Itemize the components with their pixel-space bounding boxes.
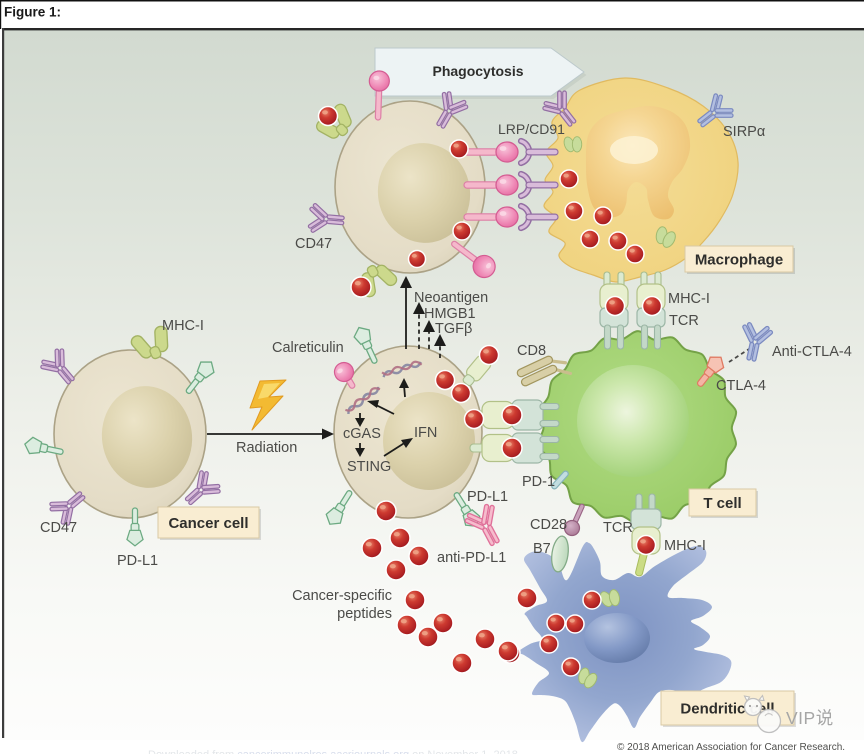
svg-text:Radiation: Radiation <box>236 440 297 456</box>
svg-text:CD8: CD8 <box>517 343 546 359</box>
svg-text:TGFβ: TGFβ <box>435 321 472 337</box>
svg-text:STING: STING <box>347 459 391 475</box>
svg-text:T cell: T cell <box>703 495 741 512</box>
svg-text:HMGB1: HMGB1 <box>424 306 476 322</box>
svg-text:MHC-I: MHC-I <box>664 538 706 554</box>
svg-text:TCR: TCR <box>669 313 699 329</box>
svg-text:CTLA-4: CTLA-4 <box>716 378 766 394</box>
svg-text:Downloaded from cancerimmunolr: Downloaded from cancerimmunolres.aacrjou… <box>148 749 518 754</box>
svg-text:Figure 1:: Figure 1: <box>4 5 61 20</box>
svg-text:peptides: peptides <box>337 606 392 622</box>
svg-text:CD47: CD47 <box>40 520 77 536</box>
svg-text:IFN: IFN <box>414 425 437 441</box>
svg-text:SIRPα: SIRPα <box>723 124 765 140</box>
svg-text:PD-L1: PD-L1 <box>117 553 158 569</box>
svg-text:Phagocytosis: Phagocytosis <box>432 63 523 79</box>
svg-text:CD47: CD47 <box>295 236 332 252</box>
svg-text:Cancer cell: Cancer cell <box>168 515 248 532</box>
svg-text:LRP/CD91: LRP/CD91 <box>498 121 565 137</box>
svg-text:MHC-I: MHC-I <box>162 318 204 334</box>
svg-text:Calreticulin: Calreticulin <box>272 340 344 356</box>
svg-text:MHC-I: MHC-I <box>668 291 710 307</box>
svg-text:VIP说: VIP说 <box>786 708 834 728</box>
svg-text:PD-L1: PD-L1 <box>467 489 508 505</box>
svg-text:anti-PD-L1: anti-PD-L1 <box>437 550 506 566</box>
svg-text:Anti-CTLA-4: Anti-CTLA-4 <box>772 344 852 360</box>
svg-text:Macrophage: Macrophage <box>695 251 783 268</box>
svg-text:CD28: CD28 <box>530 517 567 533</box>
svg-text:PD-1: PD-1 <box>522 474 555 490</box>
svg-text:cGAS: cGAS <box>343 426 381 442</box>
svg-text:Cancer-specific: Cancer-specific <box>292 588 392 604</box>
svg-text:© 2018 American Association fo: © 2018 American Association for Cancer R… <box>617 742 845 753</box>
svg-text:Neoantigen: Neoantigen <box>414 290 488 306</box>
svg-text:TCR: TCR <box>603 520 633 536</box>
svg-text:B7: B7 <box>533 541 551 557</box>
